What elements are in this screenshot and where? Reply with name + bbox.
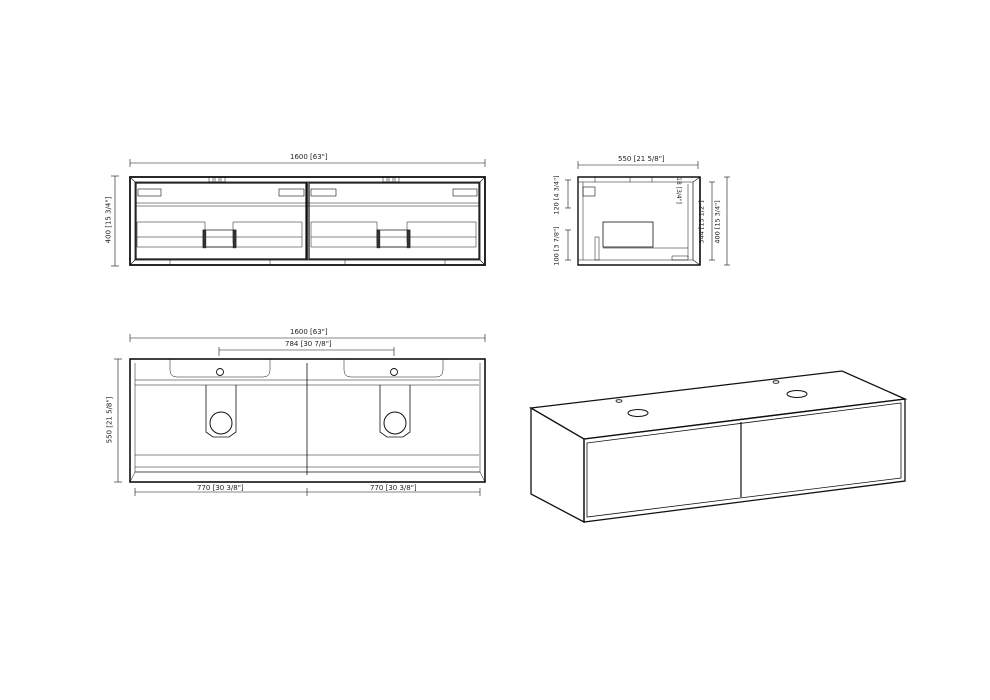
side-inner-height-label: 344 [13 1/2"]: [697, 200, 706, 244]
side-height-label: 400 [15 3/4"]: [713, 200, 722, 244]
top-depth-label: 550 [21 5/8"]: [105, 396, 114, 444]
side-view: [565, 161, 730, 266]
side-bottom-offset-label: 100 [3 7/8"]: [552, 226, 561, 266]
top-left-bay-label: 770 [30 3/8"]: [197, 484, 244, 492]
front-width-label: 1600 [63"]: [290, 153, 328, 161]
front-height-label: 400 [15 3/4"]: [104, 196, 113, 244]
front-view: [111, 159, 486, 267]
isometric-view: [529, 370, 908, 524]
top-right-bay-label: 770 [30 3/8"]: [370, 484, 417, 492]
top-width-label: 1600 [63"]: [290, 328, 328, 336]
side-small-label: 18 [3/4"]: [674, 177, 682, 204]
top-sink-spacing-label: 784 [30 7/8"]: [285, 340, 332, 348]
side-width-label: 550 [21 5/8"]: [618, 155, 665, 163]
top-view: [114, 334, 486, 496]
side-top-offset-label: 120 [4 3/4"]: [552, 175, 561, 215]
